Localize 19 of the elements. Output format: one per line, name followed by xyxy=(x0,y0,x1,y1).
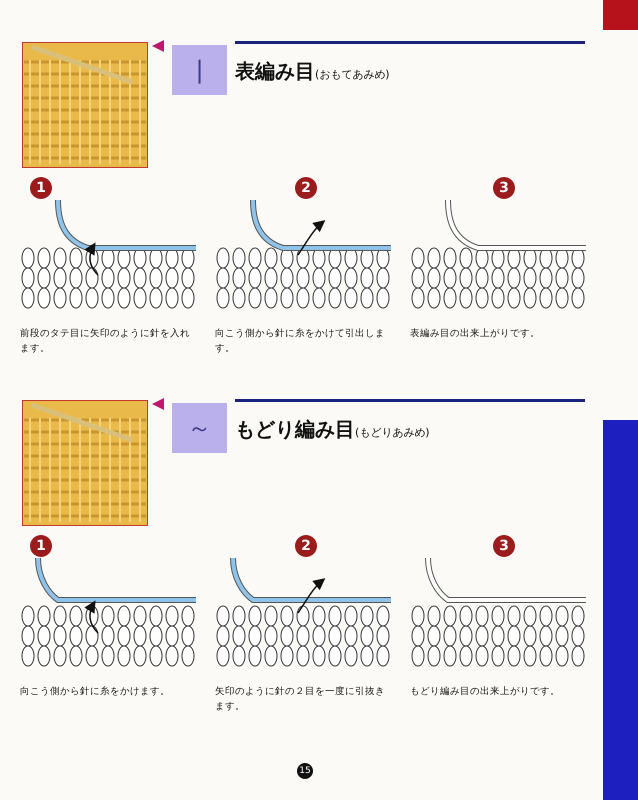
step-caption: もどり編み目の出来上がりです。 xyxy=(410,685,561,699)
step-number: 3 xyxy=(493,535,515,557)
reading-note: (おもてあみめ) xyxy=(315,67,390,82)
step-number: 2 xyxy=(295,535,317,557)
step-caption: 向こう側から針に糸をかけます。 xyxy=(20,685,171,699)
step-caption: 矢印のように針の２目を一度に引抜きます。 xyxy=(215,685,386,714)
step-number: 3 xyxy=(493,177,515,199)
step-caption: 表編み目の出来上がりです。 xyxy=(410,327,541,341)
reading-note: (もどりあみめ) xyxy=(355,425,430,440)
section-heading: 表編み目 xyxy=(235,58,315,85)
step-caption: 前段のタテ目に矢印のように針を入れます。 xyxy=(20,327,191,356)
step-caption: 向こう側から針に糸をかけて引出します。 xyxy=(215,327,386,356)
page-number: 15 xyxy=(297,763,313,779)
step-number: 2 xyxy=(295,177,317,199)
step-number: 1 xyxy=(30,535,52,557)
stitch-symbol: ～ xyxy=(172,403,227,453)
step-number: 1 xyxy=(30,177,52,199)
section-heading: もどり編み目 xyxy=(235,416,355,443)
stitch-symbol: | xyxy=(172,45,227,95)
